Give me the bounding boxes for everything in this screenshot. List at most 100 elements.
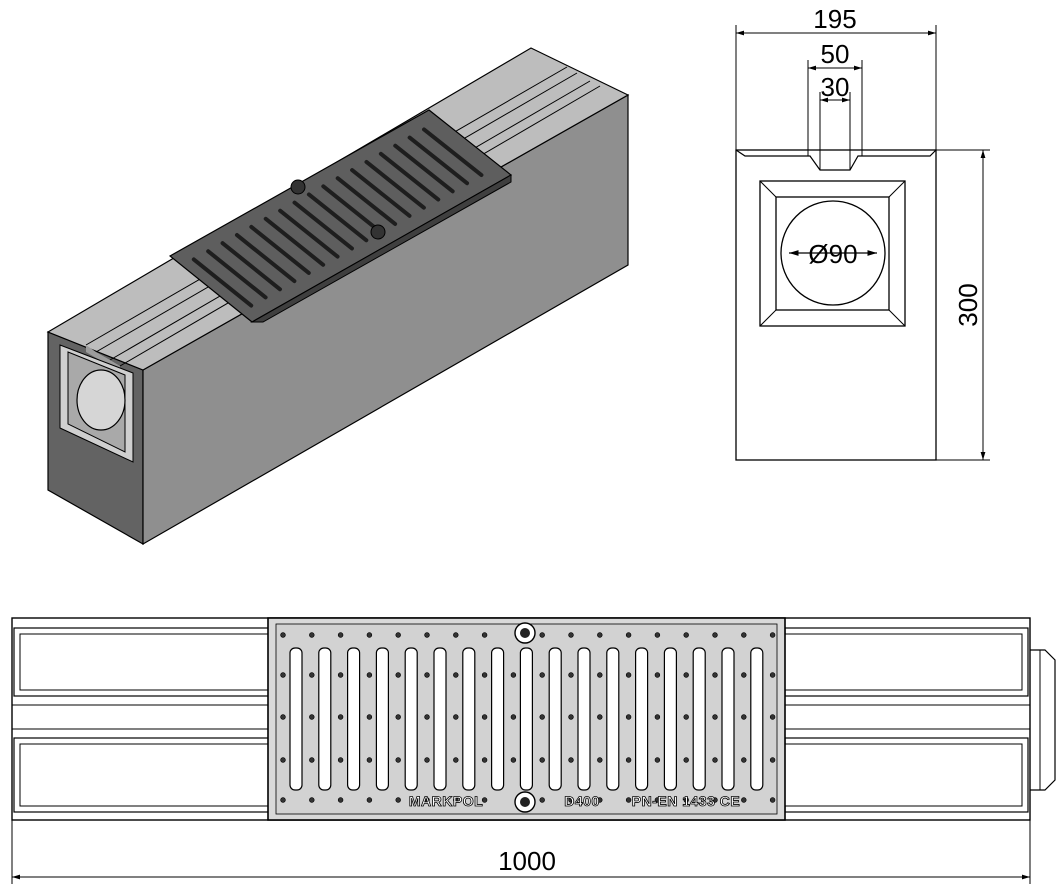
grate-bolt [453, 672, 459, 678]
grate-bolt [568, 714, 574, 720]
iso-grate [168, 109, 513, 323]
grate-bolt [309, 672, 315, 678]
grate-bolt [481, 797, 488, 803]
grate-bolt [366, 714, 373, 720]
grate-bolt [539, 757, 545, 763]
grate-slot [548, 647, 562, 791]
iso-grate-slot [393, 143, 455, 194]
grate-bolt [654, 632, 661, 638]
grate-bolt [741, 714, 747, 720]
grate-bolt [309, 714, 315, 720]
grate-bolt [712, 714, 718, 720]
grate-bolt [741, 672, 747, 678]
grate-bolt [366, 632, 373, 638]
grate-bolt [337, 797, 344, 803]
grate-bolt [539, 714, 545, 720]
grate-load-class: D400 [564, 793, 599, 809]
grate-bolt [280, 714, 286, 720]
grate-bolt [424, 672, 430, 678]
dim-length: 1000 [498, 846, 556, 876]
grate-bolt [712, 632, 718, 638]
grate-bolt [712, 757, 718, 763]
grate-bolt [424, 757, 430, 763]
grate-bolt [481, 714, 488, 720]
isometric-view [46, 47, 630, 546]
dim-width: 195 [813, 4, 856, 34]
grate-bolt [568, 797, 574, 803]
grate-bolt [280, 632, 286, 638]
grate-bolt [337, 672, 344, 678]
iso-grate-slot [263, 216, 326, 267]
grate-slot [289, 647, 303, 791]
plan-view: MARKPOL D400 PN-EN 1433 CE 1000 [11, 617, 1056, 884]
grate-bolt [453, 714, 459, 720]
grate-bolt [597, 797, 603, 803]
grate-bolt [309, 797, 315, 803]
grate-bolt [424, 714, 430, 720]
grate-bolt [683, 757, 689, 763]
grate-bolt [741, 797, 747, 803]
grate-bolt [366, 757, 373, 763]
grate-bolt [625, 797, 632, 803]
grate-bolt [654, 714, 661, 720]
grate-bolt [683, 797, 689, 803]
grate-bolt [309, 757, 315, 763]
iso-grate-slot [422, 127, 484, 178]
grate-bolt [769, 797, 776, 803]
grate-slot [404, 647, 418, 791]
plan-grate: MARKPOL D400 PN-EN 1433 CE [267, 617, 786, 821]
grate-bolt [481, 632, 488, 638]
iso-grate-slot [206, 249, 268, 300]
grate-bolt [683, 632, 689, 638]
grate-bolt [309, 632, 315, 638]
dim-outlet-diameter: Ø90 [808, 239, 857, 269]
iso-grate-slot [191, 257, 254, 308]
grate-slot [634, 647, 649, 791]
grate-bolt [568, 757, 574, 763]
grate-bolt [654, 797, 661, 803]
iso-grate-slot [321, 184, 383, 235]
grate-bolt [453, 757, 459, 763]
grate-bolt [453, 632, 459, 638]
grate-bolt [280, 757, 286, 763]
iso-grate-slot [364, 159, 426, 210]
grate-bolt [683, 714, 689, 720]
grate-bolt [395, 672, 401, 678]
grate-bolt [453, 797, 459, 803]
grate-bolt [395, 714, 401, 720]
grate-slot [519, 647, 534, 791]
grate-standard: PN-EN 1433 CE [632, 793, 740, 809]
grate-slot [375, 647, 389, 791]
iso-grate-slot [378, 151, 441, 202]
grate-slot [491, 647, 505, 791]
grate-bolt [510, 672, 517, 678]
grate-bolt [280, 797, 286, 803]
dim-height: 300 [953, 283, 983, 326]
grate-bolt [597, 714, 603, 720]
grate-slot [606, 647, 620, 791]
iso-grate-slot [407, 135, 470, 186]
grate-bolt [424, 632, 430, 638]
grate-brand-marking: MARKPOL [409, 793, 483, 809]
grate-bolt [625, 672, 632, 678]
grate-slot [577, 647, 591, 791]
grate-slot [663, 647, 678, 791]
iso-outlet-pipe [76, 369, 126, 431]
grate-bolt [597, 632, 603, 638]
grate-bolt [769, 672, 776, 678]
grate-bolt [712, 672, 718, 678]
grate-bolt [481, 672, 488, 678]
grate-bolt [741, 632, 747, 638]
grate-bolt [597, 757, 603, 763]
iso-grate-slot [220, 241, 282, 292]
iso-grate-slot [234, 233, 297, 284]
grate-bolt [510, 714, 517, 720]
grate-bolt [769, 714, 776, 720]
grate-bolt [337, 632, 344, 638]
grate-bolt [597, 672, 603, 678]
grate-bolt [741, 757, 747, 763]
grate-bolt [654, 672, 661, 678]
grate-slot [692, 647, 706, 791]
grate-bolt [395, 797, 401, 803]
grate-bolt [395, 757, 401, 763]
